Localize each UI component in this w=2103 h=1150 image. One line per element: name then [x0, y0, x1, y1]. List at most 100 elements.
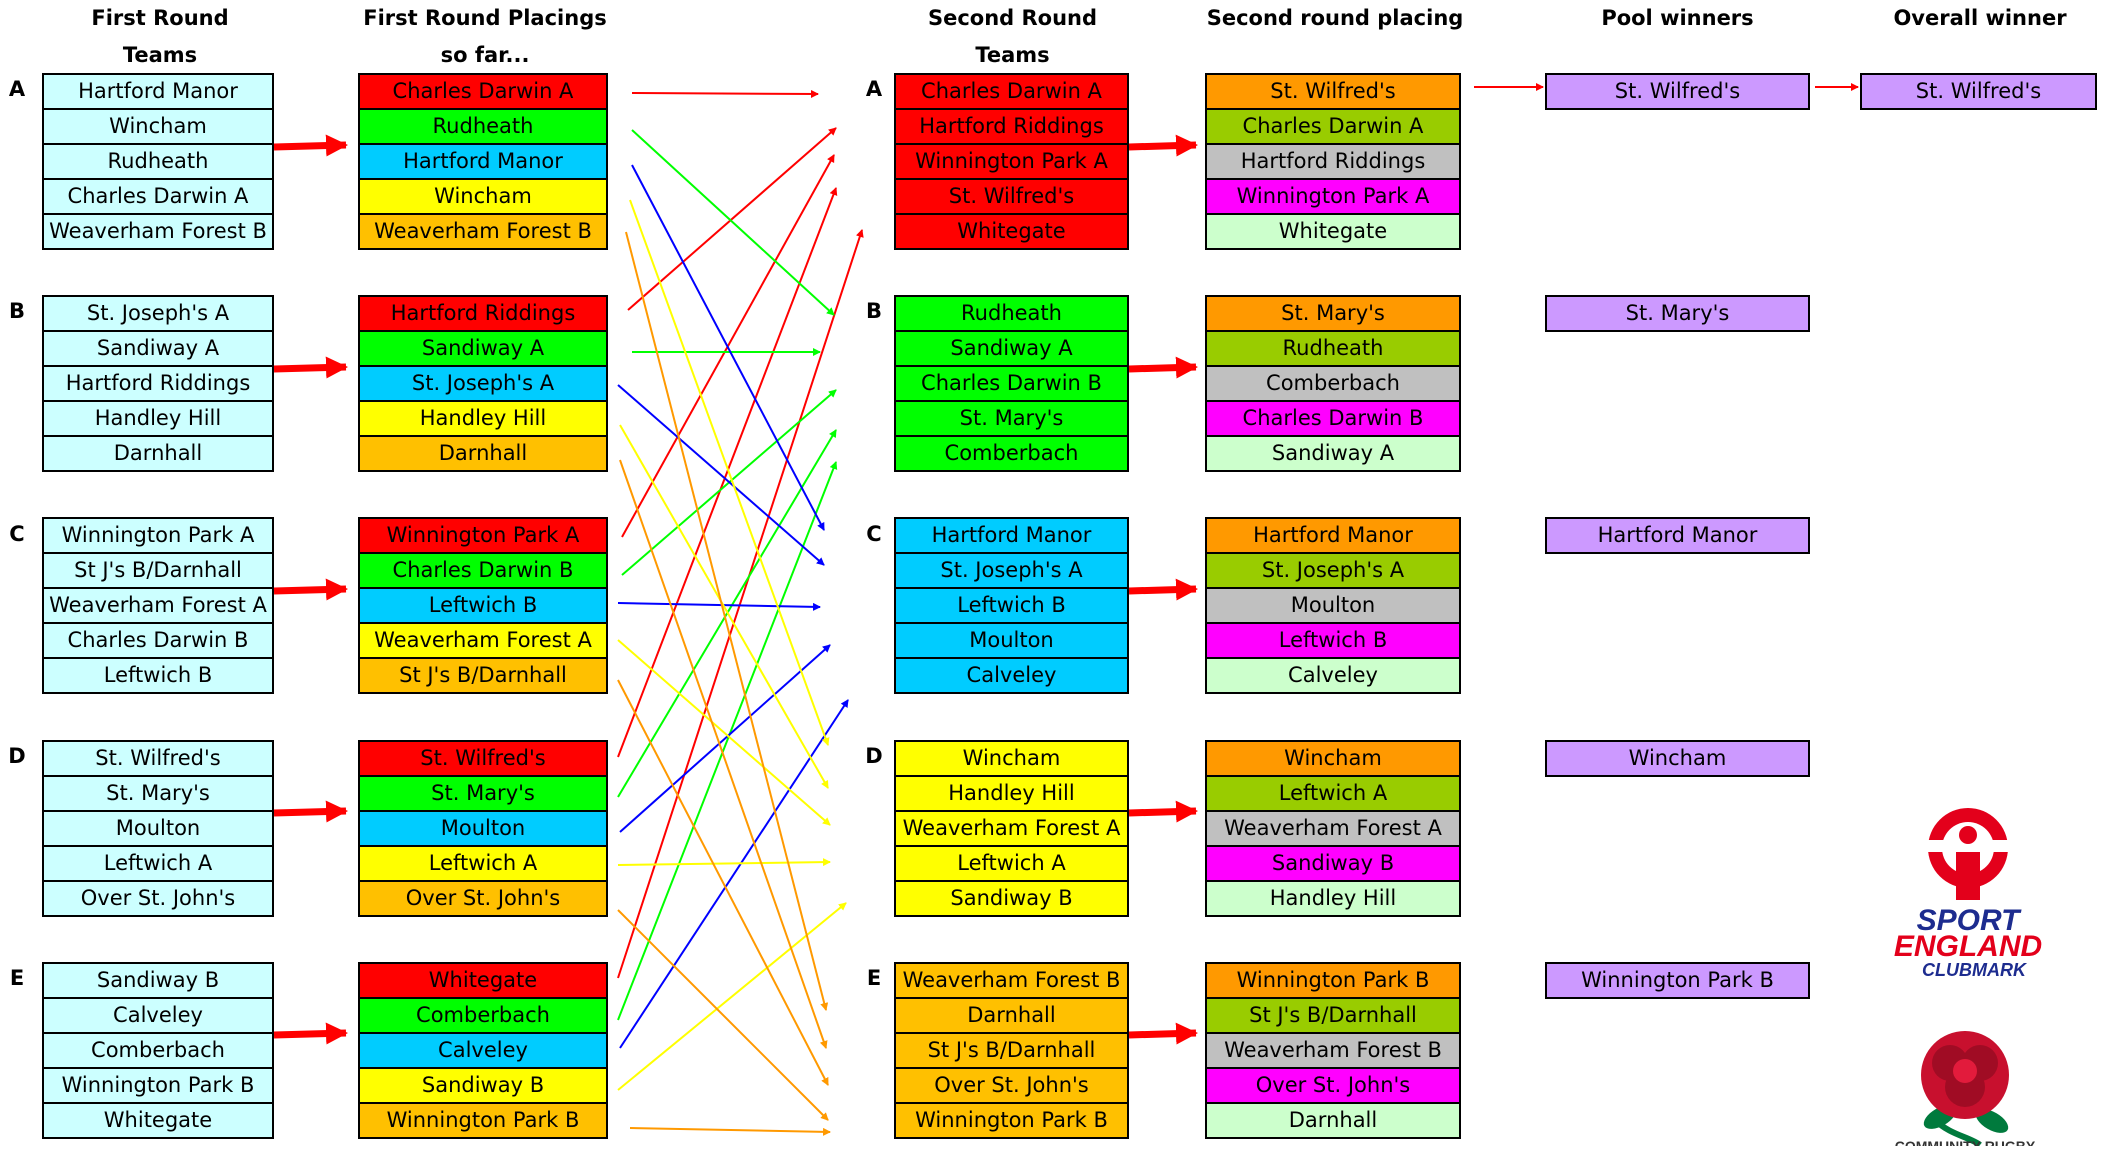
team-cell: Weaverham Forest B [894, 962, 1129, 999]
first-round-teams-header: First Round Teams [40, 0, 280, 74]
team-cell: Charles Darwin B [894, 365, 1129, 402]
team-cell: St. Wilfred's [358, 740, 608, 777]
team-cell: Winnington Park A [1205, 178, 1461, 215]
team-cell: Winnington Park B [894, 1102, 1129, 1139]
team-cell: Leftwich B [894, 587, 1129, 624]
team-cell: Comberbach [894, 435, 1129, 472]
team-cell: Comberbach [1205, 365, 1461, 402]
team-cell: Winnington Park A [42, 517, 274, 554]
team-cell: Wincham [358, 178, 608, 215]
team-cell: Over St. John's [42, 880, 274, 917]
arrow [617, 229, 864, 979]
logo-caption: COMMUNITY RUGBY [1895, 1138, 2036, 1146]
header-line: so far... [440, 43, 530, 67]
arrow [1128, 578, 1198, 601]
team-cell: Handley Hill [894, 775, 1129, 812]
team-cell: Darnhall [42, 435, 274, 472]
sport-england-clubmark-logo: SPORT ENGLAND CLUBMARK [1858, 800, 2078, 985]
arrow [619, 644, 831, 833]
overall-winner-header: Overall winner [1893, 6, 2067, 30]
arrow [617, 639, 831, 826]
pool-winner-a: St. Wilfred's [1545, 73, 1810, 110]
second-round-teams-header: Second Round Teams [895, 0, 1130, 74]
team-cell: Darnhall [1205, 1102, 1461, 1139]
team-cell: Weaverham Forest A [358, 622, 608, 659]
arrow [1128, 356, 1198, 379]
arrow [631, 129, 835, 316]
team-cell: Hartford Riddings [358, 295, 608, 332]
arrow [617, 909, 829, 1121]
arrow [617, 461, 838, 1021]
pool-winner-e: Winnington Park B [1545, 962, 1810, 999]
team-cell: Comberbach [358, 997, 608, 1034]
pool-letter-a: A [865, 77, 883, 101]
team-cell: Leftwich A [358, 845, 608, 882]
team-cell: St. Joseph's A [358, 365, 608, 402]
pool-letter-d: D [865, 744, 883, 768]
team-cell: Rudheath [1205, 330, 1461, 367]
arrow [273, 356, 348, 379]
team-cell: St. Mary's [894, 400, 1129, 437]
arrow [617, 187, 838, 758]
team-cell: St J's B/Darnhall [358, 657, 608, 694]
team-cell: Handley Hill [1205, 880, 1461, 917]
team-cell: Winnington Park B [42, 1067, 274, 1104]
pool-letter-b: B [8, 299, 25, 323]
pool-letter-a: A [8, 77, 26, 101]
pool-letter-b: B [865, 299, 882, 323]
team-cell: Moulton [894, 622, 1129, 659]
arrow [617, 602, 821, 611]
arrow [1128, 800, 1198, 823]
team-cell: Hartford Riddings [894, 108, 1129, 145]
team-cell: Handley Hill [358, 400, 608, 437]
team-cell: Moulton [1205, 587, 1461, 624]
arrow [629, 199, 830, 746]
team-cell: Weaverham Forest B [42, 213, 274, 250]
team-cell: Comberbach [42, 1032, 274, 1069]
header-line: Second Round [927, 6, 1098, 30]
england-rugby-rose-logo: COMMUNITY RUGBY [1880, 1025, 2050, 1150]
team-cell: Rudheath [358, 108, 608, 145]
team-cell: Charles Darwin A [1205, 108, 1461, 145]
pool-winners-header: Pool winners [1601, 6, 1754, 30]
team-cell: Weaverham Forest A [42, 587, 274, 624]
team-cell: Sandiway B [1205, 845, 1461, 882]
pool-winner-c: Hartford Manor [1545, 517, 1810, 554]
header-line: First Round [91, 6, 229, 30]
arrow [631, 164, 825, 531]
team-cell: Wincham [42, 108, 274, 145]
team-cell: Rudheath [42, 143, 274, 180]
logo-text: CLUBMARK [1922, 960, 2028, 980]
team-cell: St. Wilfred's [1205, 73, 1461, 110]
arrow [1128, 134, 1198, 157]
arrow [617, 384, 825, 566]
team-cell: Sandiway A [1205, 435, 1461, 472]
arrow [617, 902, 847, 1091]
pool-winner-d: Wincham [1545, 740, 1810, 777]
team-cell: Weaverham Forest B [358, 213, 608, 250]
team-cell: Charles Darwin A [42, 178, 274, 215]
team-cell: Calveley [1205, 657, 1461, 694]
first-round-placings-header: First Round Placings so far... [360, 0, 610, 74]
team-cell: St. Mary's [42, 775, 274, 812]
arrow [631, 89, 819, 98]
arrow [273, 578, 348, 601]
arrow [617, 858, 831, 867]
team-cell: Calveley [894, 657, 1129, 694]
team-cell: Whitegate [894, 213, 1129, 250]
team-cell: Weaverham Forest A [1205, 810, 1461, 847]
